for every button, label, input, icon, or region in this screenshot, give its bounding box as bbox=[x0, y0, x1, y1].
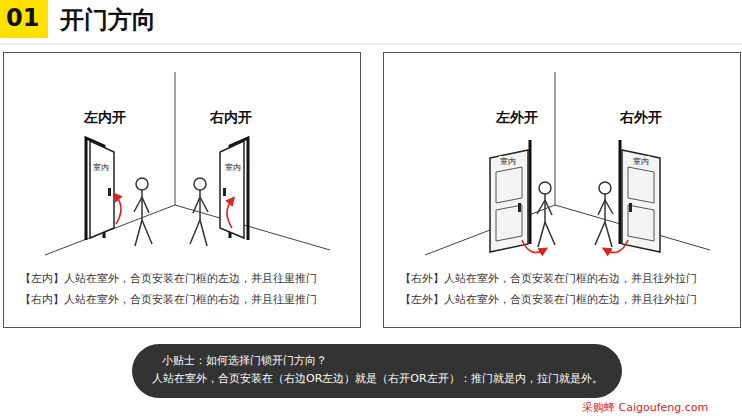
caption-line: 【左内】人站在室外，合页安装在门框的左边，并且往里推门 bbox=[20, 271, 317, 286]
page-title: 开门方向 bbox=[60, 4, 156, 36]
door-tag: 室内 bbox=[224, 162, 242, 173]
door-heading: 右内开 bbox=[210, 109, 252, 127]
tip-body: 人站在室外，合页安装在（右边OR左边）就是（右开OR左开）：推门就是内，拉门就是… bbox=[152, 370, 602, 388]
section-number: 01 bbox=[6, 4, 39, 32]
caption-line: 【右外】人站在室外，合页安装在门框的右边，并且往外拉门 bbox=[400, 271, 697, 286]
watermark: 采购蜂 Caigoufeng.com bbox=[582, 400, 708, 415]
door-tag: 室内 bbox=[632, 156, 650, 167]
door-tag: 室内 bbox=[92, 162, 110, 173]
door-heading: 左内开 bbox=[84, 109, 126, 127]
tip-heading: 小贴士：如何选择门锁开门方向？ bbox=[152, 352, 602, 370]
caption-line: 【右内】人站在室外，合页安装在门框的右边，并且往里推门 bbox=[20, 292, 317, 307]
door-heading: 左外开 bbox=[496, 109, 538, 127]
door-tag: 室内 bbox=[499, 156, 517, 167]
diagram-panel: 左内开 右内开【左内】人站在室外，合页安装在门框的左边，并且往里推门【右内】人站在… bbox=[3, 52, 361, 328]
diagram-panel: 左外开 右外开【右外】人站在室外，合页安装在门框的右边，并且往外拉门【左外】人站在… bbox=[383, 52, 741, 328]
tip-box: 小贴士：如何选择门锁开门方向？人站在室外，合页安装在（右边OR左边）就是（右开O… bbox=[132, 344, 622, 398]
door-heading: 右外开 bbox=[620, 109, 662, 127]
caption-line: 【左外】人站在室外，合页安装在门框的左边，并且往外拉门 bbox=[400, 292, 697, 307]
